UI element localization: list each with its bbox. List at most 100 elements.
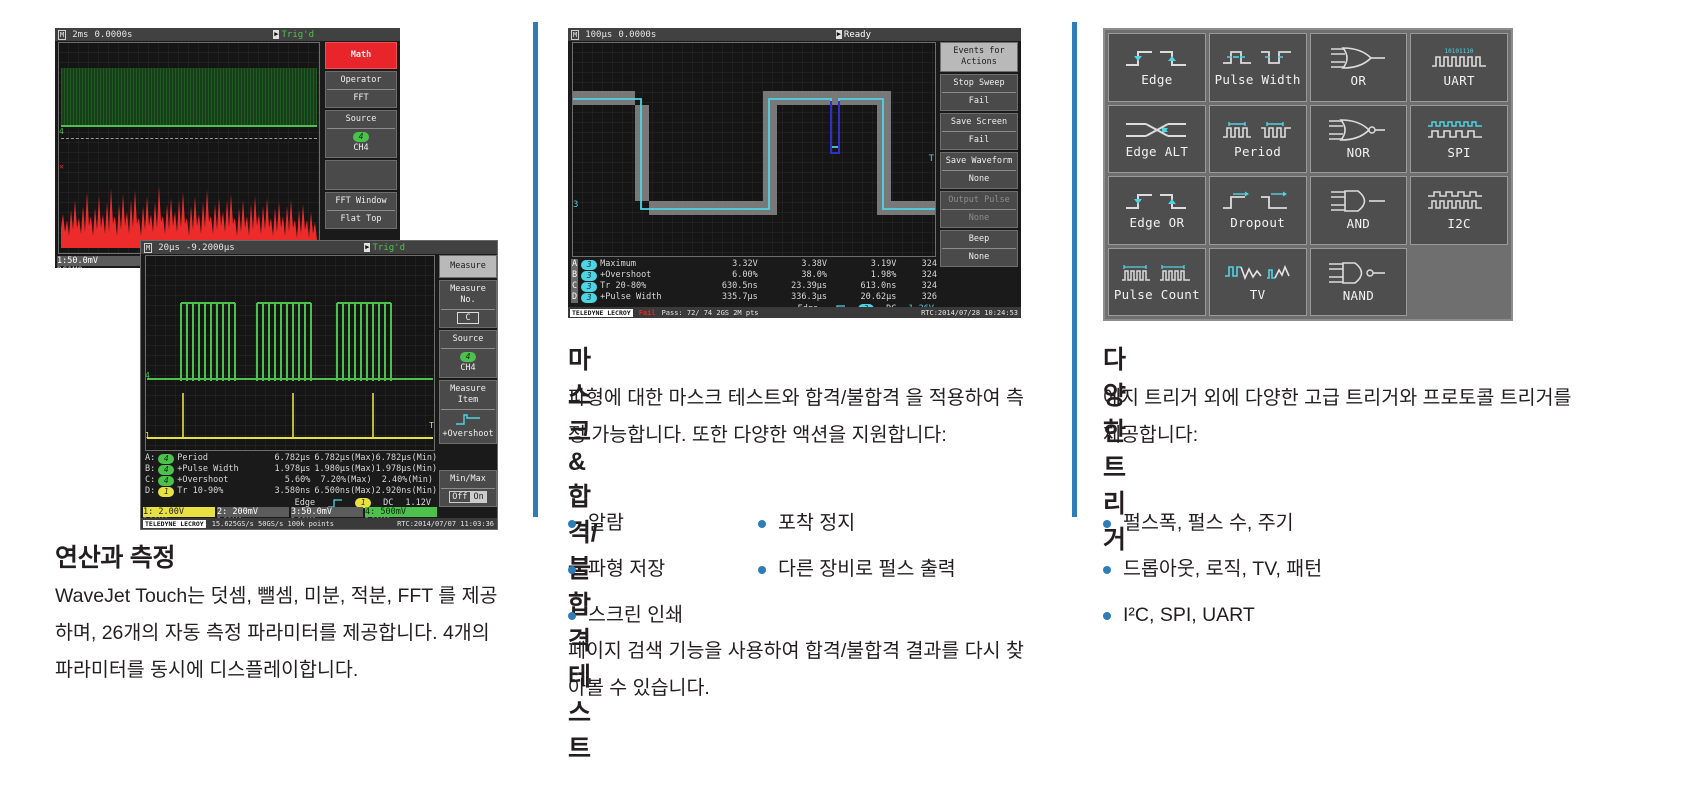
ch1-baseline [147,437,433,439]
mask-action-list-right: 포착 정지 다른 장비로 펄스 출력 [758,505,1038,597]
ch4-marker: 4 [145,371,150,380]
trigger-cell-edge-alt[interactable]: Edge ALT [1108,104,1206,173]
pulse-width-icon [1222,51,1291,65]
list-item: 포착 정지 [758,505,1038,542]
mask-region [573,91,935,215]
list-item: 드롭아웃, 로직, TV, 패턴 [1103,551,1523,588]
fft-spectrum-trace [61,186,317,248]
trigger-cell-pulse-width[interactable]: Pulse Width [1208,33,1307,102]
channel-pill: 4 [158,464,175,475]
softkey-blank[interactable] [325,160,397,190]
m-badge-icon: M [144,242,153,253]
measurement-row: B:4+Pulse Width 1.978µs 1.980µs(Max) 1.9… [145,464,438,475]
softkey-measure[interactable]: Measure [439,255,497,278]
channel-pill: 4 [158,475,175,486]
softkey-measure-no[interactable]: Measure No. C [439,280,497,328]
ch3-marker: 3 [573,200,579,210]
softkey-menu[interactable]: Measure Measure No. C Source 4 CH4 Measu… [439,255,497,509]
ch1-marker: 1 [145,431,150,440]
trigger-level-marker: T [928,154,934,164]
section-body-math: WaveJet Touch는 덧셈, 뺄셈, 미분, 적분, FFT 를 제공하… [55,585,498,681]
softkey-menu[interactable]: Events for Actions Stop Sweep Fail Save … [940,42,1018,269]
pulse-count-icon [1121,264,1190,281]
timebase-value: 100µs [585,29,613,40]
softkey-output-pulse[interactable]: Output Pulse None [940,191,1018,228]
delay-value: 0.0000s [618,29,657,40]
trigger-cell-nand[interactable]: NAND [1309,247,1408,316]
math-fft-band [61,68,317,126]
and-gate-icon [1331,190,1386,213]
softkey-source[interactable]: Source 4 CH4 [325,110,397,158]
list-item: 알람 [568,505,758,542]
play-icon: ▶ [835,30,842,39]
teledyne-lecroy-logo: TELEDYNE LECROY [143,519,206,528]
trigger-cell-and[interactable]: AND [1309,176,1408,245]
timebase-value: 2ms [72,29,89,40]
edge-alt-icon [1125,122,1186,137]
trigger-cell-dropout[interactable]: Dropout [1208,176,1307,245]
trigger-cell-or[interactable]: OR [1309,33,1408,102]
i2c-icon [1428,191,1483,209]
section-body-mask: 파형에 대한 마스크 테스트와 합격/불합격 을 적용하여 측정 가능합니다. … [568,387,1024,446]
trigger-status: ▶ Ready [835,29,871,40]
grid-border [145,255,435,451]
trigger-cell-edge-or[interactable]: Edge OR [1108,176,1206,245]
softkey-menu[interactable]: Math Operator FFT Source 4 CH4 FFT Windo… [325,42,397,231]
trigger-cell-nor[interactable]: NOR [1309,104,1408,173]
trigger-cell-uart[interactable]: 10101110 UART [1410,33,1508,102]
trigger-cell-pulse-count[interactable]: Pulse Count [1108,247,1206,316]
trigger-cell-edge[interactable]: Edge [1108,33,1206,102]
overshoot-icon [456,414,480,425]
ch4-baseline [147,378,433,380]
m-badge-icon: M [571,29,580,40]
trigger-cell-spi[interactable]: SPI [1410,104,1508,173]
section-footer-mask: 페이지 검색 기능을 사용하여 합격/불합격 결과를 다시 찾아볼 수 있습니다… [568,640,1024,699]
softkey-operator[interactable]: Operator FFT [325,71,397,108]
center-dashline [61,138,317,139]
softkey-math[interactable]: Math [325,42,397,69]
waveform-grid: 4 ✕ [58,42,320,254]
brand-status-bar: TELEDYNE LECROY Fail Pass: 72/ 74 2GS 2M… [568,307,1021,318]
fail-indicator: Fail [638,308,656,317]
trigger-settings-line: Edge 1 DC 1.12V [294,498,431,508]
trigger-type-grid[interactable]: Edge Pulse Width OR [1103,28,1513,321]
scope-screenshot-mask: M 100µs 0.0000s ▶ Ready [568,28,1021,318]
ch4-burst-trace [180,302,392,381]
edge-or-icon [1125,194,1186,210]
mask-action-list-left: 알람 파형 저장 스크린 인쇄 [568,505,758,643]
ch3-trace [573,98,935,210]
softkey-stop-sweep[interactable]: Stop Sweep Fail [940,74,1018,111]
softkey-save-screen[interactable]: Save Screen Fail [940,113,1018,150]
softkey-beep[interactable]: Beep None [940,230,1018,267]
delay-value: -9.2000µs [185,242,235,253]
softkey-save-waveform[interactable]: Save Waveform None [940,152,1018,189]
brand-status-bar: TELEDYNE LECROY 15.625GS/s 50GS/s 100k p… [141,518,497,529]
waveform-grid: 3 T [572,42,936,257]
channel-pill: 3 [581,292,598,303]
rising-edge-icon [328,498,343,508]
trigger-cell-i2c[interactable]: I2C [1410,176,1508,245]
scope-screenshot-math: M 2ms 0.0000s ▶ Trig'd 4 ✕ [55,28,400,268]
softkey-source[interactable]: Source 4 CH4 [439,330,497,378]
softkey-fft-window[interactable]: FFT Window Flat Top [325,192,397,229]
spi-icon [1428,121,1483,138]
trigger-cell-tv[interactable]: TV [1208,247,1307,316]
play-icon: ▶ [364,243,371,252]
softkey-measure-item[interactable]: Measure Item +Overshoot [439,380,497,444]
grid-border [572,42,936,257]
scope-topbar: M 2ms 0.0000s ▶ Trig'd [55,28,400,41]
trigger-cell-period[interactable]: Period [1208,104,1307,173]
scope-topbar: M 20µs -9.2000µs ▶ Trig'd [141,241,497,254]
softkey-events-for-actions[interactable]: Events for Actions [940,42,1018,72]
dropout-icon [1222,191,1287,210]
scope-screenshot-measure: M 20µs -9.2000µs ▶ Trig'd 4 [140,240,498,530]
delay-value: 0.0000s [94,29,133,40]
acquisition-status: 15.625GS/s 50GS/s 100k points [211,519,334,528]
channel-cell[interactable]: 1:50.0mV DC1MΩ [55,256,188,268]
